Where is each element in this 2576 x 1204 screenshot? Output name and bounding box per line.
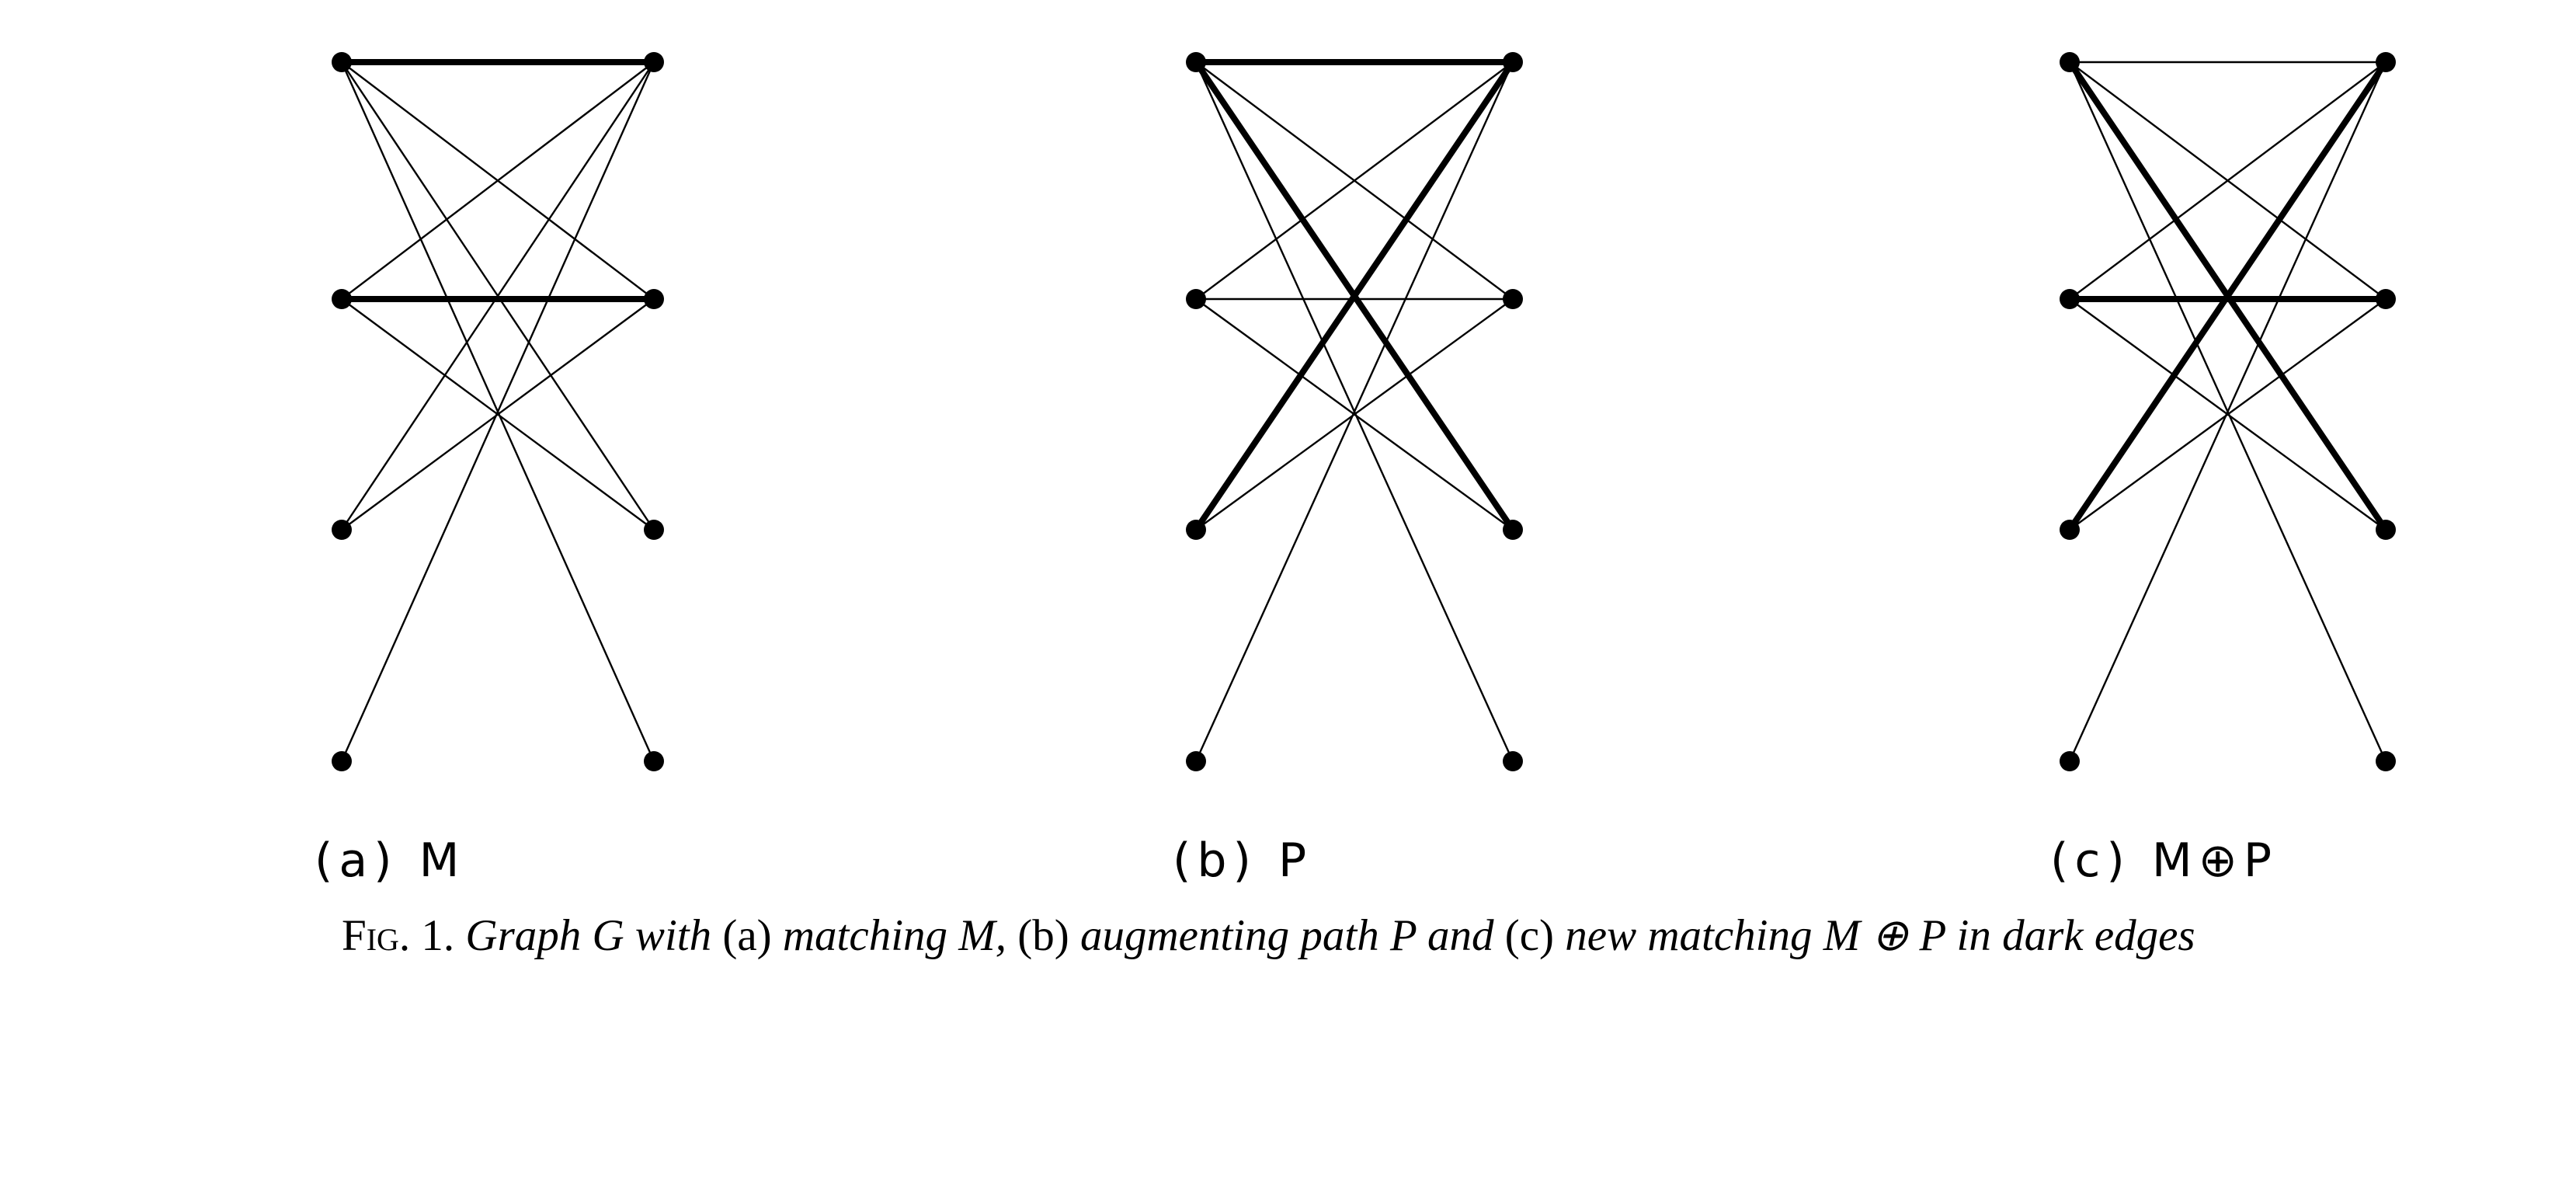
caption-text-2: (a) [722, 911, 772, 960]
vertex-L0 [2060, 52, 2080, 72]
vertex-R3 [644, 751, 664, 771]
caption-text-4: (b) [1017, 911, 1069, 960]
graph-edge-R0-L1 [341, 61, 655, 300]
panel-b-label: (b) P [1173, 833, 1312, 888]
caption-fig-label: Fig. 1. [342, 911, 455, 960]
graph-edge-R0-L3 [1194, 61, 1514, 762]
vertex-L2 [2060, 520, 2080, 540]
vertex-R1 [644, 289, 664, 309]
vertex-L2 [332, 520, 352, 540]
vertex-R3 [1503, 751, 1523, 771]
vertex-L1 [332, 289, 352, 309]
panel-a-label: (a) M [315, 833, 465, 888]
graph-edge-R0-L1 [2069, 61, 2387, 300]
caption-text-7: new matching M ⊕ P in dark edges [1565, 911, 2195, 960]
panel-a-graph [332, 52, 664, 771]
graph-edge-R0-L3 [340, 61, 655, 762]
vertex-R0 [2376, 52, 2396, 72]
vertex-R1 [1503, 289, 1523, 309]
panel-b-graph [1186, 52, 1523, 771]
vertex-R2 [644, 520, 664, 540]
graph-edge-R0-L3 [2068, 61, 2387, 762]
vertex-R0 [644, 52, 664, 72]
figure-caption: Fig. 1. Graph G with (a) matching M, (b)… [233, 905, 2524, 967]
vertex-R1 [2376, 289, 2396, 309]
vertex-L1 [2060, 289, 2080, 309]
caption-text-6: (c) [1504, 911, 1555, 960]
vertex-L3 [332, 751, 352, 771]
vertex-L0 [1186, 52, 1206, 72]
caption-text-3: matching M, [782, 911, 1007, 960]
vertex-L1 [1186, 289, 1206, 309]
vertex-R2 [2376, 520, 2396, 540]
vertex-R2 [1503, 520, 1523, 540]
graph-edge-R1-L2 [1195, 298, 1514, 531]
vertex-L3 [2060, 751, 2080, 771]
panel-c-label: (c) M⊕P [2050, 833, 2278, 888]
matched-edge-R0-L2 [1193, 59, 1516, 533]
vertex-R3 [2376, 751, 2396, 771]
vertex-L2 [1186, 520, 1206, 540]
graph-edge-R1-L2 [341, 298, 655, 531]
vertex-R0 [1503, 52, 1523, 72]
matched-edge-R0-L2 [2067, 59, 2389, 533]
caption-text-5: augmenting path P and [1079, 911, 1494, 960]
graph-edge-R1-L2 [2069, 298, 2387, 531]
caption-text-1: Graph G with [465, 911, 712, 960]
vertex-L3 [1186, 751, 1206, 771]
graph-edge-R0-L1 [1195, 61, 1514, 300]
panel-c-graph [2060, 52, 2396, 771]
vertex-L0 [332, 52, 352, 72]
